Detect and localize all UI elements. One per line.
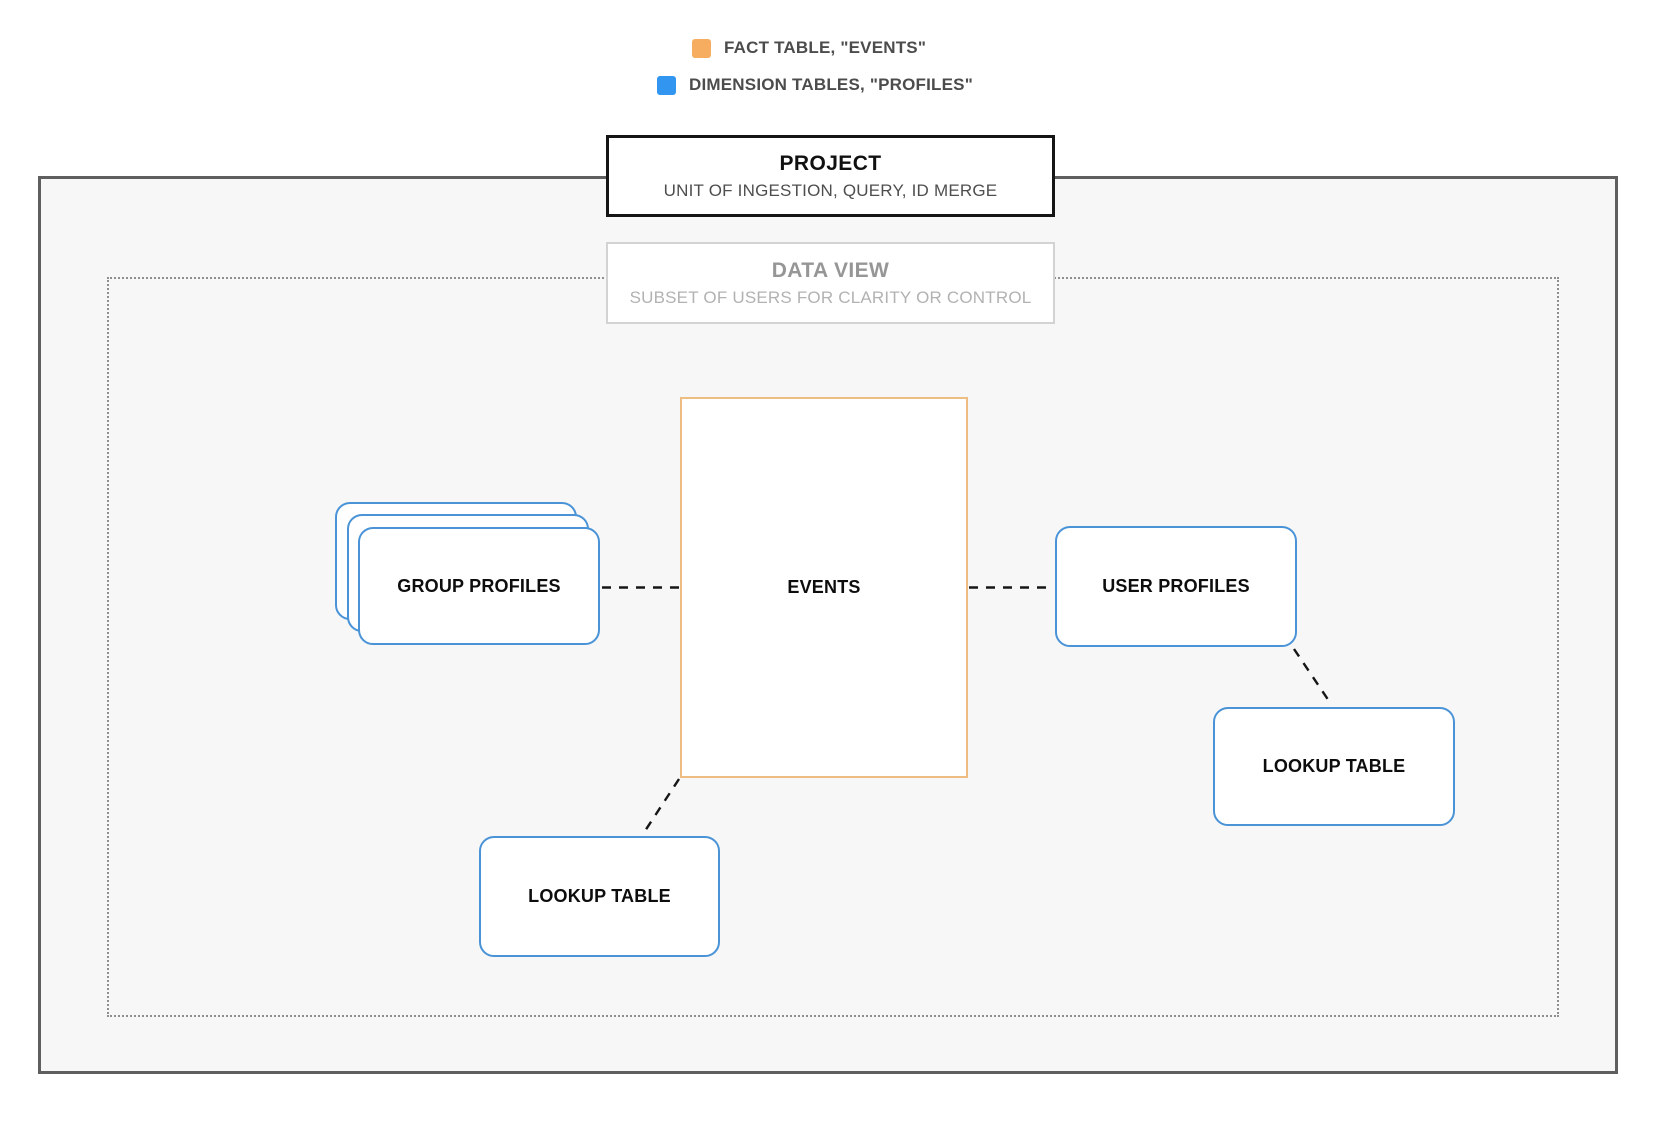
node-lookup-table-bottom: LOOKUP TABLE [479, 836, 720, 957]
group-profiles-label: GROUP PROFILES [397, 575, 561, 596]
legend-label-fact-table: FACT TABLE, "EVENTS" [724, 38, 927, 57]
data-view-subtitle: SUBSET OF USERS FOR CLARITY OR CONTROL [629, 287, 1032, 307]
dimension-tables-swatch-icon [657, 75, 676, 95]
data-view-box: DATA VIEW SUBSET OF USERS FOR CLARITY OR… [606, 242, 1055, 324]
events-label: EVENTS [787, 577, 861, 597]
user-profiles-label: USER PROFILES [1102, 576, 1250, 596]
project-box: PROJECT UNIT OF INGESTION, QUERY, ID MER… [606, 135, 1055, 217]
project-title: PROJECT [779, 151, 882, 175]
legend-item-fact-table: FACT TABLE, "EVENTS" [692, 38, 926, 58]
legend-item-dimension-tables: DIMENSION TABLES, "PROFILES" [657, 75, 973, 95]
project-subtitle: UNIT OF INGESTION, QUERY, ID MERGE [663, 180, 998, 200]
lookup-table-bottom-label: LOOKUP TABLE [528, 886, 671, 906]
node-events-fact-table: EVENTS [680, 397, 968, 778]
lookup-table-right-label: LOOKUP TABLE [1262, 756, 1406, 776]
legend-label-dimension-tables: DIMENSION TABLES, "PROFILES" [689, 75, 973, 94]
node-group-profiles: GROUP PROFILES [358, 527, 600, 645]
node-lookup-table-right: LOOKUP TABLE [1213, 707, 1455, 826]
data-view-title: DATA VIEW [771, 258, 890, 282]
fact-table-swatch-icon [692, 38, 711, 58]
node-user-profiles: USER PROFILES [1055, 526, 1297, 647]
